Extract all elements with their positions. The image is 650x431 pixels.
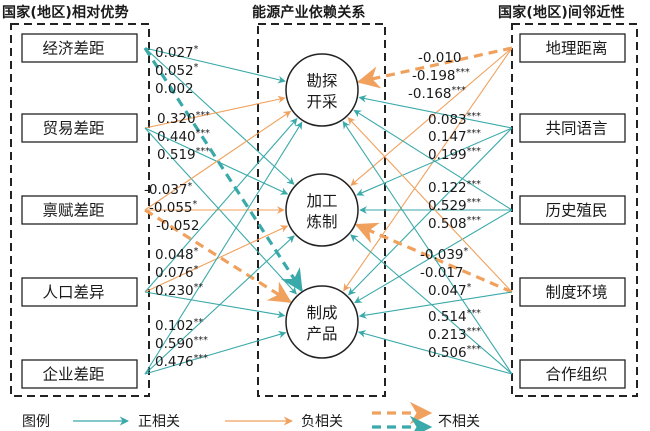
left-factor-label-3: 人口差异 (42, 284, 104, 302)
stage-label-line1-1: 加工 (306, 192, 337, 210)
left-coefficient-14: 0.476*** (155, 353, 208, 370)
right-coefficient-6: 0.122*** (428, 179, 481, 196)
left-factor-label-4: 企业差距 (42, 366, 104, 384)
left-edge-1 (144, 47, 295, 185)
right-coefficient-8: 0.508*** (428, 215, 481, 232)
left-edge-12 (144, 121, 303, 375)
right-panel-title: 国家(地区)间邻近性 (498, 5, 625, 21)
legend-insignificant-label: 不相关 (438, 414, 480, 430)
right-edge-0 (356, 46, 513, 89)
right-factor-label-4: 合作组织 (545, 366, 607, 384)
left-factor-box-2 (21, 195, 138, 225)
stage-label-line1-0: 勘探 (306, 72, 337, 90)
right-edge-9 (347, 117, 513, 293)
right-coefficient-13: 0.213*** (428, 326, 481, 343)
left-coefficient-11: 0.230** (155, 282, 203, 299)
right-factor-label-3: 制度环境 (545, 283, 607, 302)
left-factor-box-0 (21, 33, 138, 63)
stage-label-line2-2: 产品 (306, 325, 337, 343)
stage-label-line1-2: 制成 (306, 304, 337, 322)
right-coefficient-0: -0.010 (418, 50, 462, 66)
left-edge-14 (144, 330, 287, 375)
left-coefficient-7: -0.055* (149, 199, 198, 216)
right-factor-box-0 (519, 33, 626, 63)
right-coefficient-4: 0.147*** (428, 128, 481, 145)
left-edge-11 (144, 291, 286, 319)
left-factor-box-3 (21, 277, 138, 307)
stage-circle-1 (285, 173, 359, 247)
right-coefficient-1: -0.198*** (412, 67, 470, 84)
right-coefficient-3: 0.083*** (428, 111, 481, 128)
left-coefficient-10: 0.076* (155, 264, 199, 281)
left-factor-label-0: 经济差距 (42, 40, 104, 58)
right-coefficient-10: -0.017 (420, 265, 464, 281)
left-factor-box-4 (21, 359, 138, 389)
left-panel-title: 国家(地区)相对优势 (2, 5, 129, 21)
left-group-frame (10, 23, 150, 397)
right-coefficient-14: 0.506*** (428, 344, 481, 361)
right-edge-14 (357, 330, 513, 375)
left-coefficient-8: -0.052 (156, 218, 200, 234)
right-factor-label-0: 地理距离 (545, 40, 607, 58)
right-coefficient-11: 0.047* (428, 282, 472, 299)
left-edge-2 (143, 47, 303, 292)
right-coefficient-2: -0.168*** (408, 85, 466, 102)
left-coefficient-13: 0.590*** (155, 335, 208, 352)
left-factor-box-1 (21, 113, 138, 143)
edges (143, 46, 513, 375)
right-edge-3 (358, 95, 513, 129)
left-factor-label-2: 禀赋差距 (42, 201, 104, 220)
legend-title: 图例 (22, 414, 50, 430)
right-edge-2 (343, 47, 513, 292)
right-coefficient-5: 0.199*** (428, 146, 481, 163)
left-coefficient-4: 0.440*** (157, 128, 210, 145)
right-edge-11 (358, 291, 513, 319)
stage-label-line2-1: 炼制 (306, 213, 337, 231)
stage-circle-0 (285, 53, 359, 127)
left-edge-8 (144, 208, 292, 304)
right-factor-label-2: 历史殖民 (545, 202, 607, 220)
left-edge-9 (144, 118, 298, 293)
left-coefficient-9: 0.048* (155, 246, 199, 263)
legend-negative-label: 负相关 (301, 414, 343, 430)
stage-label-line2-0: 开采 (306, 93, 337, 111)
stage-circle-2 (285, 285, 359, 359)
right-edge-13 (350, 234, 513, 375)
right-edge-5 (348, 127, 513, 296)
right-edge-1 (350, 47, 513, 186)
right-coefficient-12: 0.514*** (428, 308, 481, 325)
center-panel-title: 能源产业依赖关系 (252, 5, 366, 21)
left-edge-5 (144, 127, 297, 295)
right-factor-box-4 (519, 359, 626, 389)
right-factor-box-3 (519, 277, 626, 307)
left-coefficient-2: 0.002 (155, 81, 194, 97)
left-edge-13 (144, 235, 295, 375)
left-coefficient-6: -0.037* (144, 181, 193, 198)
right-factor-box-1 (519, 113, 626, 143)
legend-positive-label: 正相关 (138, 414, 180, 430)
left-edge-6 (144, 110, 292, 211)
right-coefficient-9: -0.039* (420, 246, 469, 263)
right-edge-12 (342, 120, 513, 375)
right-factor-label-1: 共同语言 (545, 120, 607, 138)
left-coefficient-12: 0.102** (155, 317, 203, 334)
left-coefficient-1: 0.052* (155, 62, 199, 79)
left-edge-3 (144, 95, 286, 129)
right-edge-6 (353, 109, 513, 211)
right-coefficient-7: 0.529*** (428, 197, 481, 214)
left-factor-label-1: 贸易差距 (42, 120, 104, 138)
left-coefficient-3: 0.320*** (157, 110, 210, 127)
left-edge-0 (144, 47, 286, 84)
left-coefficient-5: 0.519*** (157, 146, 210, 163)
right-factor-box-2 (519, 195, 626, 225)
left-coefficient-0: 0.027* (155, 44, 199, 61)
right-edge-10 (354, 222, 513, 294)
